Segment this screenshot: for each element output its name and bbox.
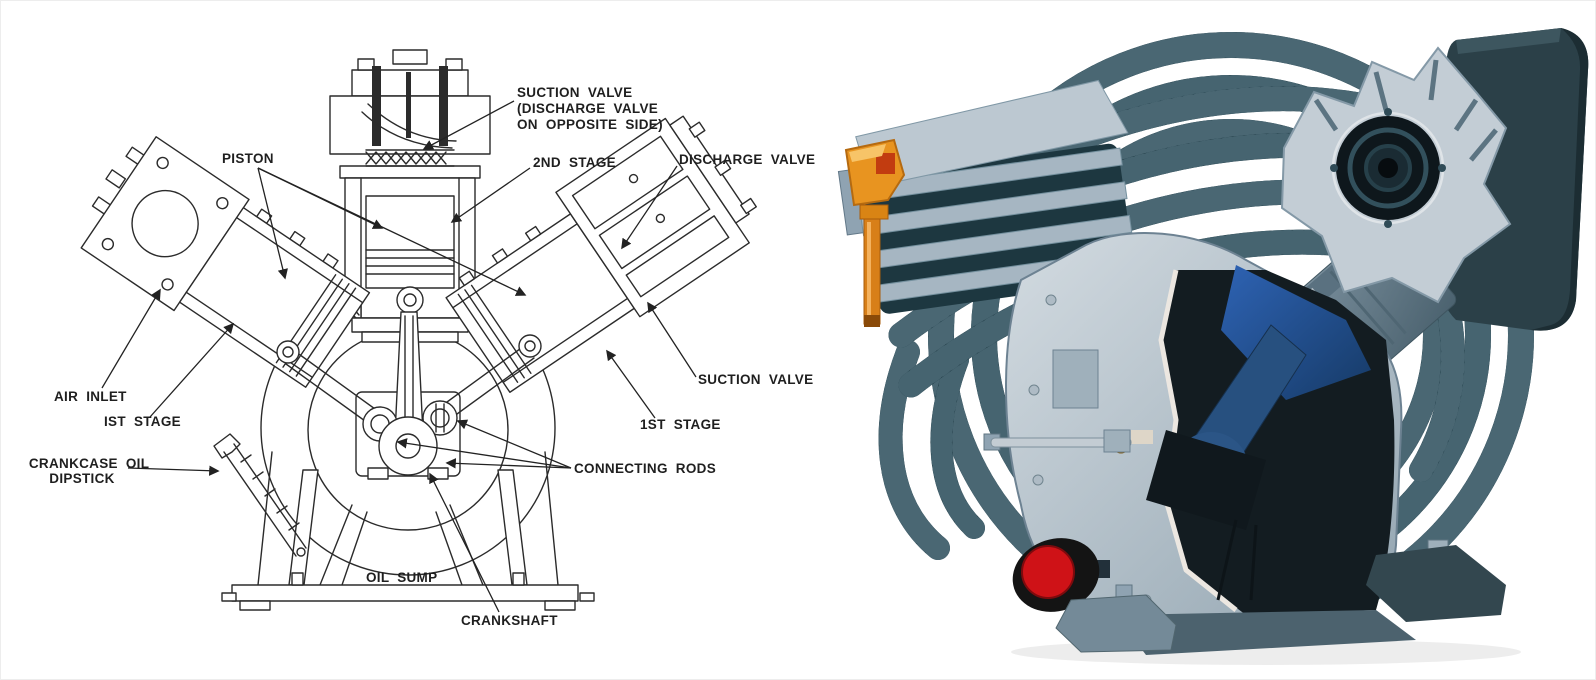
oil-dipstick-orange	[844, 138, 906, 327]
compressor-cutaway-photo	[837, 28, 1589, 665]
label-connecting-rods: CONNECTING RODS	[574, 461, 716, 476]
second-stage-head-cut	[1280, 46, 1512, 304]
leader-lines	[101, 100, 697, 613]
label-crankcase-oil-dipstick: CRANKCASE OIL DIPSTICK	[29, 456, 157, 486]
label-oil-sump: OIL SUMP	[366, 570, 437, 585]
label-crankshaft: CRANKSHAFT	[461, 613, 558, 628]
label-piston: PISTON	[222, 151, 274, 166]
crankcase-internals	[1112, 265, 1371, 601]
cylinder-1st-stage-left	[80, 136, 371, 388]
connecting-rods-and-crankshaft	[276, 311, 542, 480]
label-1st-stage-right: 1ST STAGE	[640, 417, 721, 432]
label-suction-valve-note: SUCTION VALVE (DISCHARGE VALVE ON OPPOSI…	[517, 85, 666, 132]
label-discharge-valve: DISCHARGE VALVE	[679, 152, 815, 167]
oil-fill-cap	[1012, 538, 1110, 612]
label-air-inlet: AIR INLET	[54, 389, 127, 404]
label-suction-valve-right: SUCTION VALVE	[698, 372, 813, 387]
label-1st-stage-left: IST STAGE	[104, 414, 181, 429]
cylinder-1st-stage-right	[445, 115, 757, 393]
base-feet	[1055, 539, 1506, 655]
dipstick	[213, 433, 307, 557]
diagram-labels: PISTON SUCTION VALVE (DISCHARGE VALVE ON…	[29, 85, 815, 628]
unloader-rod	[983, 429, 1132, 453]
label-2nd-stage: 2ND STAGE	[533, 155, 616, 170]
compressor-line-diagram: PISTON SUCTION VALVE (DISCHARGE VALVE ON…	[29, 49, 815, 628]
